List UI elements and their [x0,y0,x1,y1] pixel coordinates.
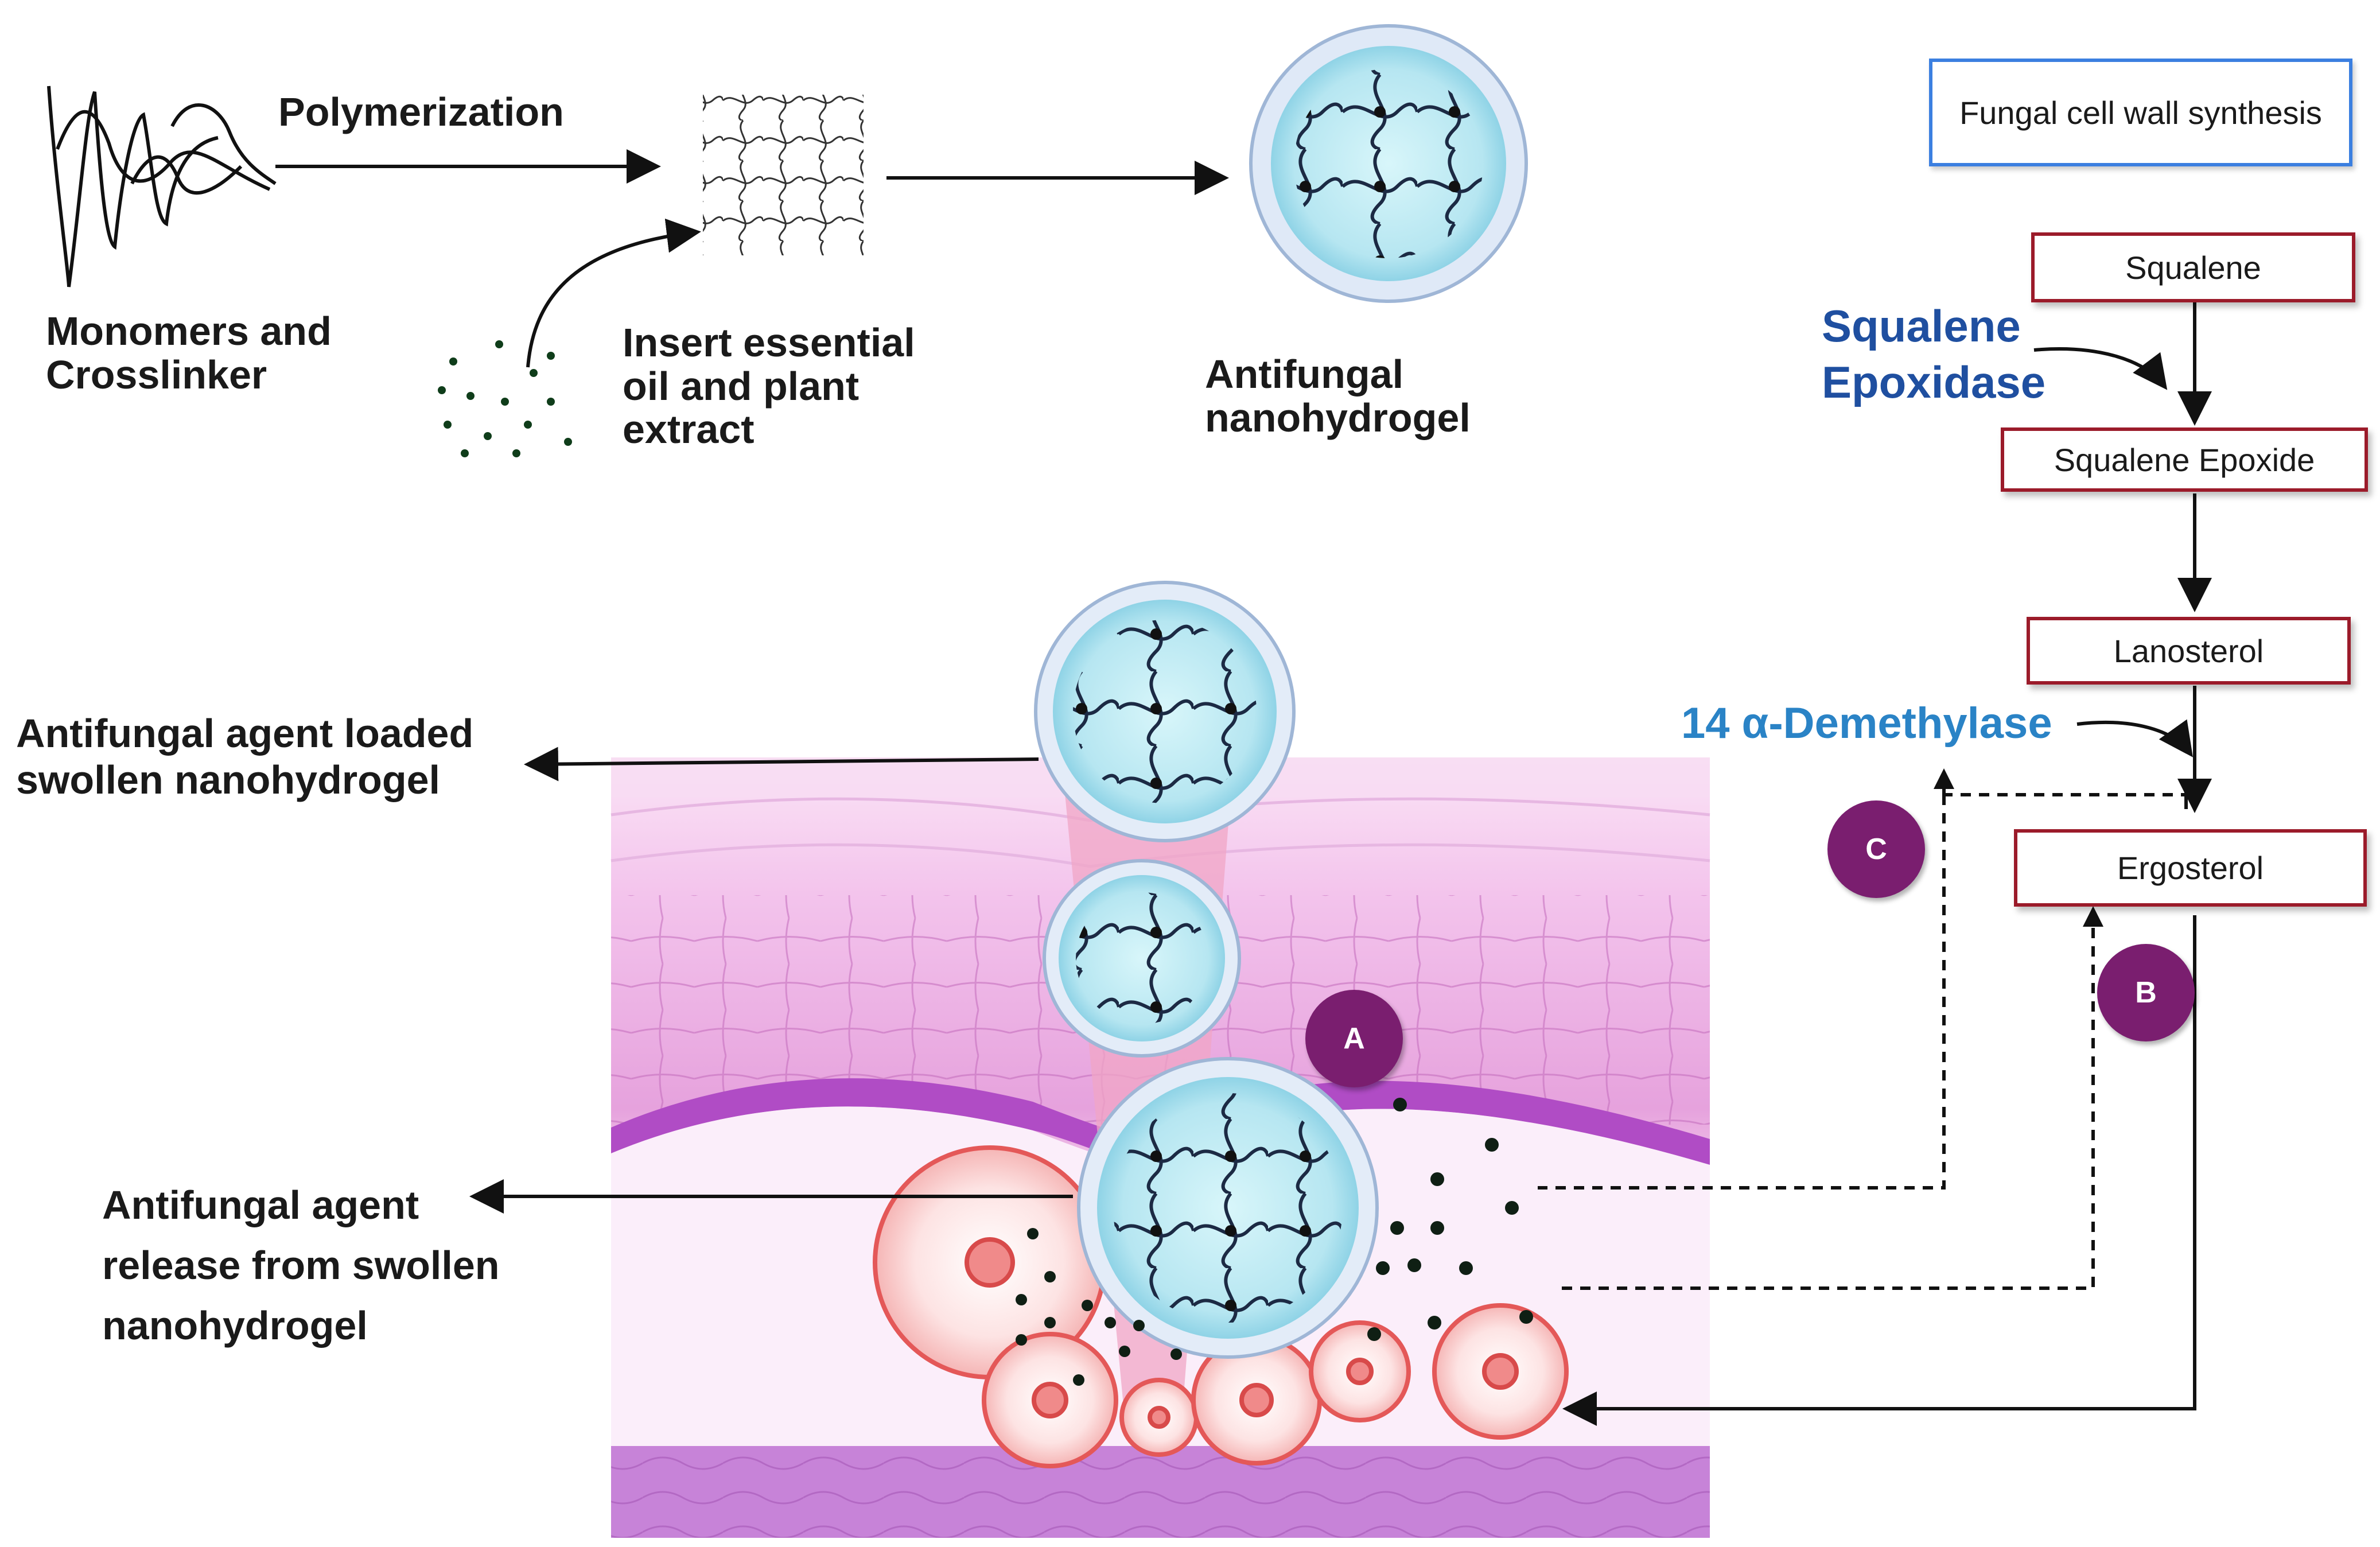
squalene-epoxidase-label: Squalene Epoxidase [1822,301,2046,407]
ergosterol-box: Ergosterol [2014,829,2367,907]
monomer-strands [47,85,277,287]
insert-arrow [526,218,701,368]
monomers-label: Monomers and Crosslinker [46,309,332,397]
squalene-epoxide-box: Squalene Epoxide [2001,427,2368,492]
released-agent-dots [1016,1098,1533,1386]
demethylase-label: 14 α-Demethylase [1681,699,2052,748]
nanohydrogel-label: Antifungal nanohydrogel [1205,352,1471,440]
lanosterol-box: Lanosterol [2027,617,2351,685]
nanohydrogel-epidermis [1043,859,1241,1058]
pathway-arrows [1562,301,2212,1426]
polymerization-label: Polymerization [278,90,564,134]
polymer-network [703,95,864,255]
insert-oil-label: Insert essential oil and plant extract [623,320,915,452]
badge-a: A [1305,990,1403,1087]
badge-c: C [1827,800,1925,898]
squalene-box: Squalene [2031,232,2355,302]
loaded-nanohydrogel-label: Antifungal agent loaded swollen nanohydr… [16,711,474,802]
essential-oil-droplets [438,340,572,457]
antifungal-nanohydrogel-top [1249,24,1528,303]
nanohydrogel-dermis [1077,1057,1379,1359]
loaded-label-arrow [524,747,1039,782]
pathway-title-box: Fungal cell wall synthesis [1929,59,2352,166]
swollen-nanohydrogel-surface [1034,581,1296,842]
inhibition-lines [1538,793,2186,1290]
badge-b: B [2097,944,2195,1041]
release-nanohydrogel-label: Antifungal agent release from swollen na… [102,1183,500,1348]
